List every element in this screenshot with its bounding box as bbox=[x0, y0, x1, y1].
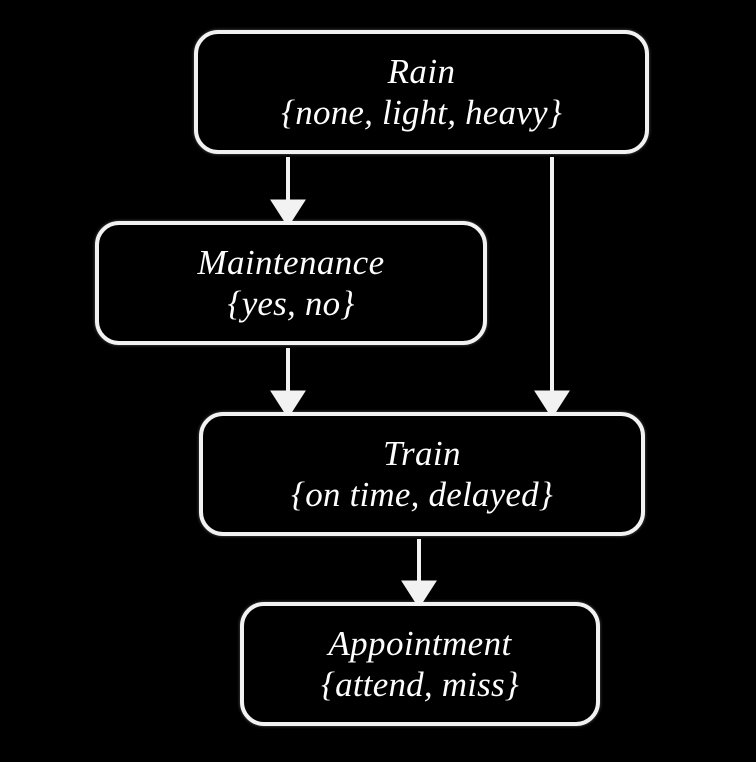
node-rain-states: {none, light, heavy} bbox=[281, 93, 562, 132]
node-rain-title: Rain bbox=[387, 51, 456, 91]
node-train[interactable]: Train {on time, delayed} bbox=[199, 412, 645, 536]
node-appointment-states: {attend, miss} bbox=[320, 665, 520, 704]
node-maintenance-states: {yes, no} bbox=[227, 284, 355, 323]
node-train-states: {on time, delayed} bbox=[291, 475, 553, 514]
node-maintenance[interactable]: Maintenance {yes, no} bbox=[95, 221, 487, 345]
node-train-title: Train bbox=[383, 433, 461, 473]
node-rain[interactable]: Rain {none, light, heavy} bbox=[194, 30, 649, 154]
node-maintenance-title: Maintenance bbox=[197, 242, 385, 282]
node-appointment[interactable]: Appointment {attend, miss} bbox=[240, 602, 600, 726]
node-appointment-title: Appointment bbox=[328, 623, 512, 663]
